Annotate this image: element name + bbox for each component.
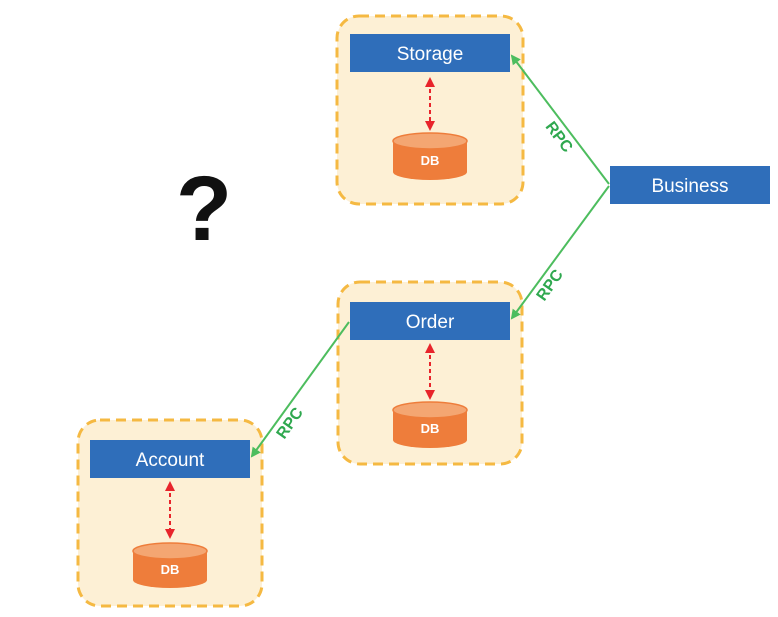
order-group: Order DB [336, 280, 524, 466]
account-service-label: Account [136, 450, 205, 471]
order-service-label: Order [406, 312, 455, 333]
storage-db-label: DB [421, 153, 440, 168]
storage-db-cylinder: DB [392, 132, 468, 180]
rpc-arrow-order-account [250, 321, 350, 458]
storage-group: Storage DB [335, 14, 525, 206]
rpc-arrow-business-storage [510, 54, 610, 185]
storage-service-label: Storage [397, 44, 464, 65]
account-db-label: DB [161, 562, 180, 577]
account-service-box[interactable] [90, 440, 250, 478]
order-service-box[interactable] [350, 302, 510, 340]
order-db-cylinder: DB [392, 401, 468, 448]
rpc-label-business-storage: RPC [542, 119, 576, 157]
business-node: Business [610, 166, 770, 204]
question-mark: ? [176, 158, 232, 260]
rpc-label-business-order: RPC [534, 266, 568, 304]
account-group: Account DB [76, 418, 264, 608]
rpc-label-order-account: RPC [274, 404, 308, 442]
storage-service-box[interactable] [350, 34, 510, 72]
account-db-cylinder: DB [132, 542, 208, 588]
rpc-arrow-business-order [510, 185, 610, 320]
business-service-box[interactable] [610, 166, 770, 204]
business-service-label: Business [651, 176, 728, 197]
order-db-label: DB [421, 421, 440, 436]
